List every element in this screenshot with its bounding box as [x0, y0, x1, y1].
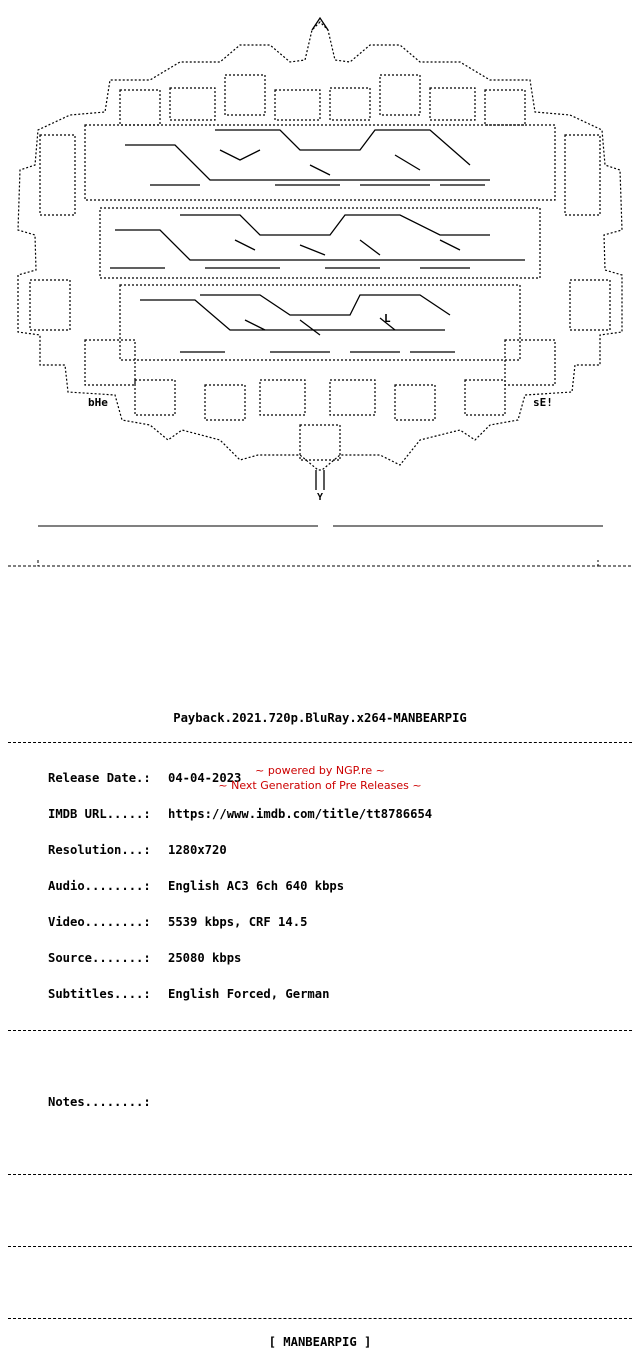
group-tag-row: [ MANBEARPIG ] [8, 1312, 632, 1349]
blank-row [8, 664, 632, 676]
field-label: Audio........: [48, 879, 151, 893]
nfo-info-block: Payback.2021.720p.BluRay.x264-MANBEARPIG… [8, 496, 632, 1349]
blank-row [8, 628, 632, 640]
field-value: English AC3 6ch 640 kbps [168, 879, 345, 893]
tagline-text: ~ Next Generation of Pre Releases ~ [218, 779, 422, 792]
release-title-row: Payback.2021.720p.BluRay.x264-MANBEARPIG [8, 700, 632, 724]
field-row: Source.......: 25080 kbps [8, 952, 632, 964]
field-value: 1280x720 [168, 843, 227, 857]
divider [8, 736, 632, 748]
field-label: Video........: [48, 915, 151, 929]
blank-row [8, 1132, 632, 1144]
field-value: English Forced, German [168, 987, 330, 1001]
field-label: Release Date.: [48, 771, 151, 785]
blank-row [8, 1276, 632, 1288]
powered-by-text: ~ powered by NGP.re ~ [255, 764, 385, 777]
field-value: 04-04-2023 [168, 771, 242, 785]
field-row: Release Date.: 04-04-2023 [8, 772, 632, 784]
notes-row: Notes........: [8, 1096, 632, 1108]
art-stem-char: Y [317, 492, 323, 500]
frame-top-line [8, 560, 632, 567]
field-label: IMDB URL.....: [48, 807, 151, 821]
field-row: Audio........: English AC3 6ch 640 kbps [8, 880, 632, 892]
field-label: Source.......: [48, 951, 151, 965]
field-row: IMDB URL.....: https://www.imdb.com/title… [8, 808, 632, 820]
divider [8, 1168, 632, 1180]
ascii-art-logo: bHe sE! L Y [17, 16, 623, 500]
art-inner-letter: L [384, 312, 391, 325]
blank-row [8, 592, 632, 604]
field-label: Subtitles....: [48, 987, 151, 1001]
field-label: Resolution...: [48, 843, 151, 857]
group-tag: [ MANBEARPIG ] [262, 1335, 378, 1349]
art-right-tag: sE! [533, 396, 553, 409]
field-row: Subtitles....: English Forced, German [8, 988, 632, 1000]
field-row: Video........: 5539 kbps, CRF 14.5 [8, 916, 632, 928]
release-title: Payback.2021.720p.BluRay.x264-MANBEARPIG [173, 711, 467, 725]
art-left-tag: bHe [88, 396, 108, 409]
top-frame-line [38, 525, 603, 527]
notes-label: Notes........: [48, 1095, 151, 1109]
field-value: 5539 kbps, CRF 14.5 [168, 915, 308, 929]
imdb-link[interactable]: https://www.imdb.com/title/tt8786654 [168, 807, 433, 821]
frame-top [8, 556, 632, 568]
divider [8, 1024, 632, 1036]
top-border [8, 520, 632, 532]
divider [8, 1240, 632, 1252]
field-value: 25080 kbps [168, 951, 242, 965]
field-row: Resolution...: 1280x720 [8, 844, 632, 856]
blank-row [8, 1060, 632, 1072]
blank-row [8, 1204, 632, 1216]
